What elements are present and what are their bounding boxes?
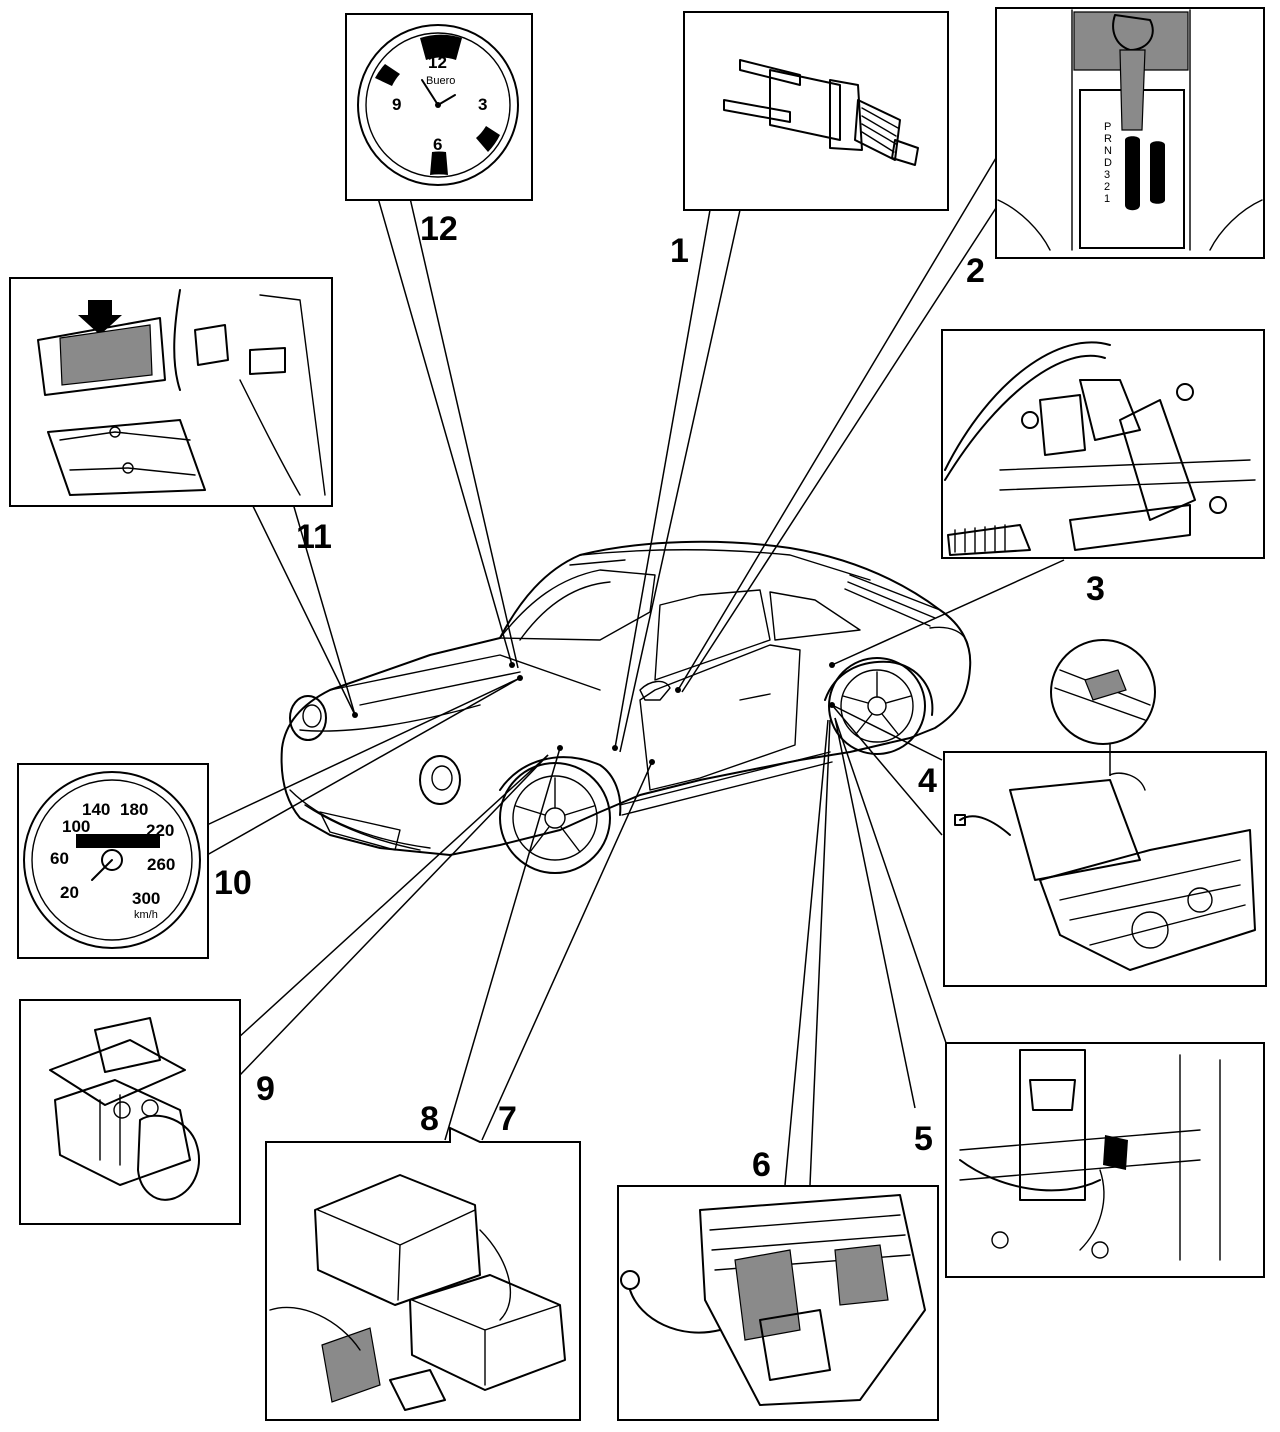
speed-140: 140 — [82, 800, 110, 819]
panel-10-speedometer: 20 60 100 140 180 220 260 300 km/h — [17, 763, 209, 959]
callout-8: 8 — [420, 1100, 439, 1138]
clock-number-six: 6 — [433, 135, 442, 154]
panel-3-actuator — [941, 329, 1265, 559]
callout-6: 6 — [752, 1146, 771, 1184]
panel-12-clock-gauge: 12 3 6 9 Buero — [345, 13, 533, 201]
leader-12 — [377, 197, 513, 666]
leader-11 — [249, 499, 356, 716]
panel-5-transmission-sensor — [945, 1042, 1265, 1278]
clock-number-twelve: 12 — [428, 53, 447, 72]
gate-2: 2 — [1104, 181, 1110, 193]
anchor-dots — [352, 662, 835, 765]
speed-20: 20 — [60, 883, 79, 902]
callout-2: 2 — [966, 252, 985, 290]
callout-numbers: 1 2 3 4 5 6 7 8 9 10 11 12 — [214, 210, 1105, 1184]
gate-d: D — [1104, 157, 1112, 169]
leader-10b — [206, 677, 521, 856]
speed-260: 260 — [147, 855, 175, 874]
gate-n: N — [1104, 145, 1112, 157]
panel-9-sensor — [19, 999, 241, 1225]
callout-10: 10 — [214, 864, 252, 902]
leader-8 — [444, 747, 561, 1141]
callout-9: 9 — [256, 1070, 275, 1108]
speed-60: 60 — [50, 849, 69, 868]
gate-r: R — [1104, 133, 1112, 145]
leader-6b — [809, 719, 831, 1186]
panel-6-valve-body-cable — [617, 1185, 939, 1421]
leader-9 — [237, 754, 549, 1039]
leader-7 — [481, 761, 653, 1141]
leader-lines — [206, 157, 1065, 1186]
leader-1b — [619, 209, 741, 753]
callout-12: 12 — [420, 210, 458, 248]
leader-2b — [681, 207, 997, 693]
callout-1: 1 — [670, 232, 689, 270]
leader-5 — [834, 717, 947, 1044]
clock-number-three: 3 — [478, 95, 487, 114]
panel-11-control-unit — [9, 277, 333, 507]
callout-11: 11 — [296, 518, 332, 556]
panel-1-switch — [683, 11, 949, 211]
gate-p: P — [1104, 121, 1111, 133]
callout-7: 7 — [498, 1100, 517, 1138]
leader-9b — [239, 754, 549, 1076]
leader-4 — [831, 704, 943, 836]
leader-11b — [291, 499, 356, 716]
speed-300: 300 — [132, 889, 160, 908]
panel-2-gear-shifter: P R N D 3 2 1 — [995, 7, 1265, 259]
shifter-gate-labels: P R N D 3 2 1 — [1104, 121, 1112, 205]
panel-8-7-control-modules — [265, 1126, 581, 1421]
clock-brand-label: Buero — [426, 75, 455, 87]
speedometer-unit: km/h — [134, 909, 158, 921]
leader-12b — [409, 197, 519, 669]
gate-3: 3 — [1104, 169, 1110, 181]
leader-5b — [834, 717, 916, 1109]
leader-3 — [831, 559, 1065, 666]
callout-4: 4 — [918, 762, 937, 800]
leader-1 — [614, 209, 711, 749]
callout-5: 5 — [914, 1120, 933, 1158]
leader-4b — [831, 704, 943, 761]
leader-10 — [206, 677, 521, 826]
car-illustration — [280, 540, 972, 874]
gate-1: 1 — [1104, 193, 1110, 205]
leader-6 — [784, 719, 829, 1186]
callout-3: 3 — [1086, 570, 1105, 608]
speed-100: 100 — [62, 817, 90, 836]
speed-180: 180 — [120, 800, 148, 819]
panel-4-valve-body — [943, 639, 1267, 987]
clock-number-nine: 9 — [392, 95, 401, 114]
speed-220: 220 — [146, 821, 174, 840]
leader-2 — [677, 157, 997, 691]
speedometer-numbers: 20 60 100 140 180 220 260 300 — [50, 800, 175, 908]
